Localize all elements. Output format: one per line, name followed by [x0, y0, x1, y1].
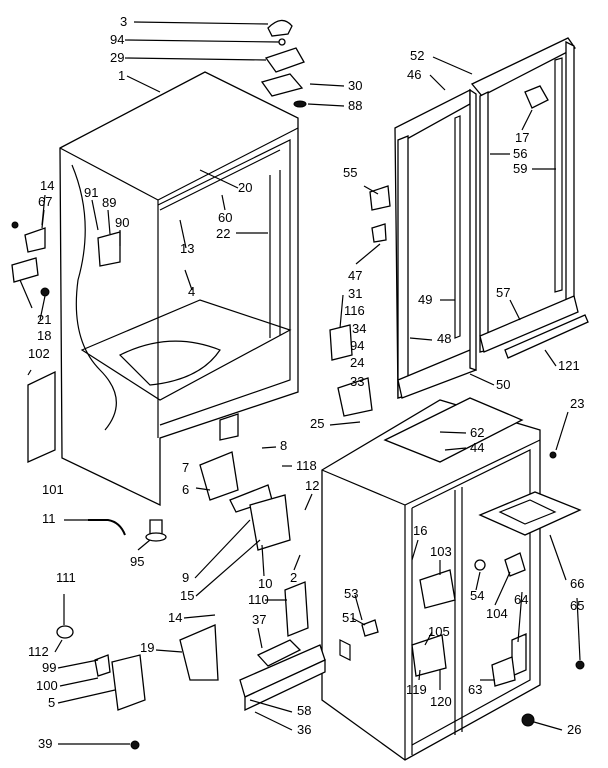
callout-47: 47 [348, 268, 362, 283]
callout-49: 49 [418, 292, 432, 307]
callout-88: 88 [348, 98, 362, 113]
callout-29: 29 [110, 50, 124, 65]
callout-90: 90 [115, 215, 129, 230]
callout-44: 44 [470, 440, 484, 455]
callout-4: 4 [188, 284, 195, 299]
callout-25: 25 [310, 416, 324, 431]
callout-57: 57 [496, 285, 510, 300]
callout-51: 51 [342, 610, 356, 625]
callout-60: 60 [218, 210, 232, 225]
callout-54: 54 [470, 588, 484, 603]
top-hinge-assembly [260, 19, 307, 108]
callout-33: 33 [350, 374, 364, 389]
callout-48: 48 [437, 331, 451, 346]
callout-9: 9 [182, 570, 189, 585]
leader-lines [19, 21, 581, 745]
callout-94: 94 [110, 32, 124, 47]
callout-101: 101 [42, 482, 64, 497]
callout-18: 18 [37, 328, 51, 343]
callout-94b: 94 [350, 338, 364, 353]
callout-labels: 3 94 29 1 30 88 52 46 17 56 59 55 14 67 … [28, 14, 584, 751]
callout-30: 30 [348, 78, 362, 93]
callout-16: 16 [413, 523, 427, 538]
callout-55: 55 [343, 165, 357, 180]
left-small-parts [11, 221, 167, 542]
callout-121: 121 [558, 358, 580, 373]
callout-14b: 14 [168, 610, 182, 625]
callout-3: 3 [120, 14, 127, 29]
callout-13: 13 [180, 241, 194, 256]
callout-116: 116 [344, 303, 365, 318]
callout-17: 17 [515, 130, 529, 145]
callout-118: 118 [296, 458, 317, 473]
callout-46: 46 [407, 67, 421, 82]
callout-21: 21 [37, 312, 51, 327]
callout-34: 34 [352, 321, 366, 336]
callout-14: 14 [40, 178, 54, 193]
callout-7: 7 [182, 460, 189, 475]
callout-110: 110 [248, 592, 269, 607]
callout-1: 1 [118, 68, 125, 83]
callout-37: 37 [252, 612, 266, 627]
callout-63: 63 [468, 682, 482, 697]
callout-5: 5 [48, 695, 55, 710]
callout-8: 8 [280, 438, 287, 453]
callout-36: 36 [297, 722, 311, 737]
callout-12: 12 [305, 478, 319, 493]
center-small-parts [56, 185, 585, 750]
callout-95: 95 [130, 554, 144, 569]
callout-66: 66 [570, 576, 584, 591]
callout-89: 89 [102, 195, 116, 210]
cabinet-liner [59, 71, 299, 507]
callout-2: 2 [290, 570, 297, 585]
callout-11: 11 [42, 511, 56, 526]
callout-111: 111 [56, 570, 76, 585]
callout-104: 104 [486, 606, 508, 621]
callout-6: 6 [182, 482, 189, 497]
callout-31: 31 [348, 286, 362, 301]
callout-15: 15 [180, 588, 194, 603]
base-grille [239, 639, 326, 712]
callout-105: 105 [428, 624, 450, 639]
callout-91: 91 [84, 185, 98, 200]
callout-112: 112 [28, 644, 49, 659]
callout-58: 58 [297, 703, 311, 718]
callout-26: 26 [567, 722, 581, 737]
callout-10: 10 [258, 576, 272, 591]
callout-62: 62 [470, 425, 484, 440]
callout-67: 67 [38, 194, 52, 209]
callout-119: 119 [406, 682, 427, 697]
callout-19: 19 [140, 640, 154, 655]
callout-120: 120 [430, 694, 452, 709]
callout-39: 39 [38, 736, 52, 751]
callout-52: 52 [410, 48, 424, 63]
callout-23: 23 [570, 396, 584, 411]
callout-56: 56 [513, 146, 527, 161]
callout-53: 53 [344, 586, 358, 601]
callout-99: 99 [42, 660, 56, 675]
door-gaskets [394, 37, 589, 399]
callout-20: 20 [238, 180, 252, 195]
callout-102: 102 [28, 346, 50, 361]
callout-59: 59 [513, 161, 527, 176]
callout-100: 100 [36, 678, 58, 693]
callout-24: 24 [350, 355, 364, 370]
callout-50: 50 [496, 377, 510, 392]
callout-103: 103 [430, 544, 452, 559]
callout-22: 22 [216, 226, 230, 241]
